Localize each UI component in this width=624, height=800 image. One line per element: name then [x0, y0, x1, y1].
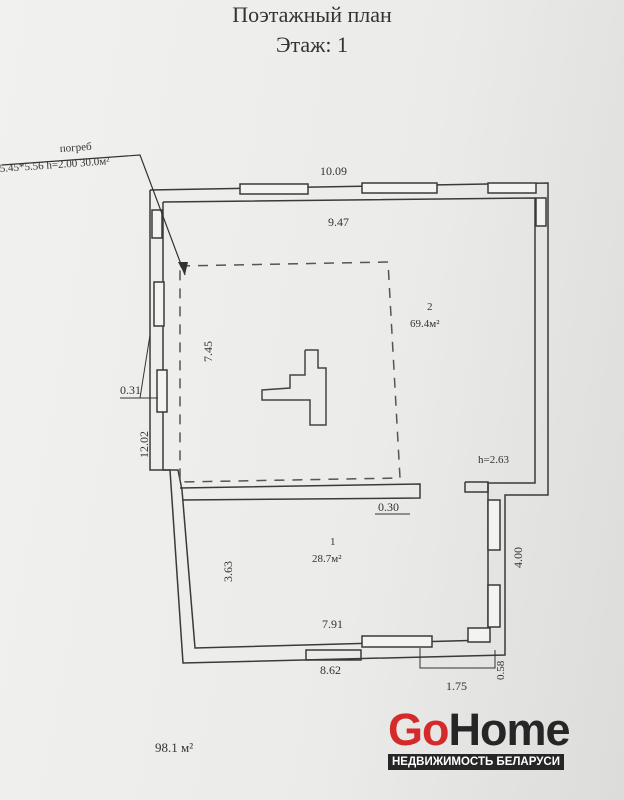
total-area: 98.1 м²: [155, 740, 194, 755]
dim-cellar-side: 7.45: [201, 341, 215, 362]
logo-tagline: НЕДВИЖИМОСТЬ БЕЛАРУСИ: [388, 754, 564, 770]
dim-partition: 0.30: [378, 500, 399, 514]
dim-porch-width: 1.75: [446, 679, 467, 693]
dim-top-outer: 10.09: [320, 164, 347, 178]
dim-left-total: 12.02: [137, 431, 151, 458]
dim-bottom-outer: 8.62: [320, 663, 341, 677]
windows: [151, 182, 547, 661]
dim-bottom-inner: 7.91: [322, 617, 343, 631]
room-1-number: 1: [330, 536, 336, 548]
dim-top-inner: 9.47: [328, 215, 349, 229]
dim-right-lower: 4.00: [511, 547, 525, 568]
gohome-logo: GoHome НЕДВИЖИМОСТЬ БЕЛАРУСИ: [388, 704, 571, 770]
room-2-number: 2: [427, 301, 433, 313]
arrow-icon: [178, 262, 188, 275]
room-1-area: 28.7м²: [312, 553, 342, 565]
cellar-leader: [1, 154, 186, 276]
plan-title: Поэтажный план: [232, 2, 392, 27]
dim-wall-gap: 0.31: [120, 383, 141, 397]
stairs-icon: [261, 349, 327, 426]
ceiling-height: h=2.63: [478, 454, 509, 466]
dim-porch-depth: 0.58: [495, 660, 507, 680]
walls: [149, 182, 549, 664]
floor-label: Этаж: 1: [276, 32, 348, 57]
cellar-spec: 5.45*5.56 h=2.00 30.0м²: [0, 155, 111, 175]
dim-room1-side: 3.63: [221, 561, 235, 582]
cellar-outline: [179, 261, 401, 483]
cellar-label: погреб: [59, 141, 92, 155]
room-2-area: 69.4м²: [410, 318, 440, 330]
porch-outline: [419, 648, 496, 669]
